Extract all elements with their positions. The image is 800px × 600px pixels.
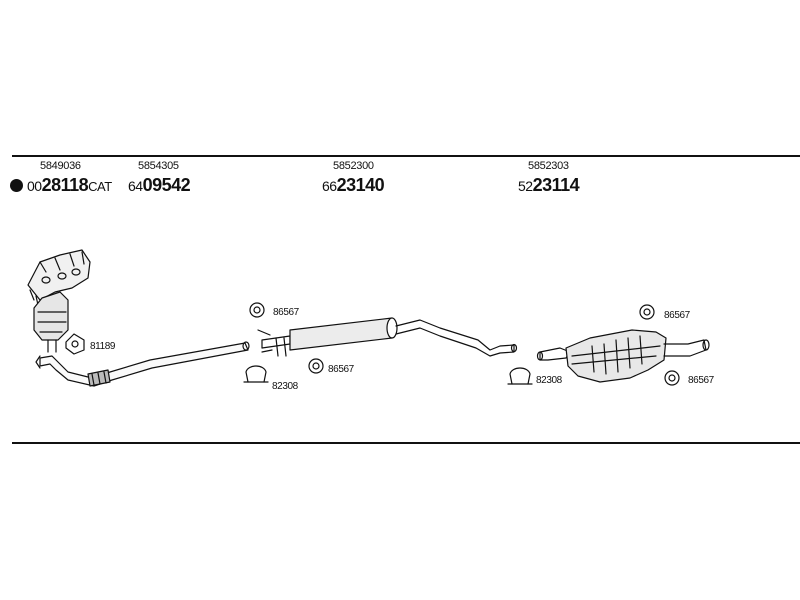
oe-number-rear-silencer: 5852303: [528, 160, 569, 172]
clamp-icon[interactable]: [507, 367, 533, 385]
part-number-catalyst[interactable]: 0028118CAT: [10, 175, 112, 196]
clamp-label-2: 82308: [536, 375, 562, 386]
rubber-mount-label-1: 86567: [273, 307, 299, 318]
rubber-mount-icon[interactable]: [249, 302, 265, 318]
front-pipe-drawing[interactable]: [35, 341, 250, 387]
gasket-icon[interactable]: [65, 333, 85, 355]
rubber-mount-icon[interactable]: [664, 370, 680, 386]
part-number-rear-silencer[interactable]: 5223114: [518, 175, 580, 195]
rubber-mount-label-3: 86567: [664, 310, 690, 321]
part-number-front-pipe[interactable]: 6409542: [128, 175, 191, 195]
oe-number-catalyst: 5849036: [40, 160, 81, 172]
clamp-icon[interactable]: [243, 365, 269, 383]
bottom-rule: [12, 442, 800, 444]
gasket-label: 81189: [90, 341, 116, 352]
rubber-mount-label-4: 86567: [688, 375, 714, 386]
catalytic-converter-drawing[interactable]: [27, 249, 91, 353]
rear-silencer-drawing[interactable]: [536, 329, 710, 383]
oe-number-front-pipe: 5854305: [138, 160, 179, 172]
top-rule: [12, 155, 800, 157]
filled-circle-marker: [10, 179, 23, 192]
rubber-mount-icon[interactable]: [308, 358, 324, 374]
rubber-mount-icon[interactable]: [639, 304, 655, 320]
oe-number-middle-silencer: 5852300: [333, 160, 374, 172]
clamp-label-1: 82308: [272, 381, 298, 392]
middle-silencer-drawing[interactable]: [257, 317, 518, 357]
part-number-middle-silencer[interactable]: 6623140: [322, 175, 385, 195]
rubber-mount-label-2: 86567: [328, 364, 354, 375]
